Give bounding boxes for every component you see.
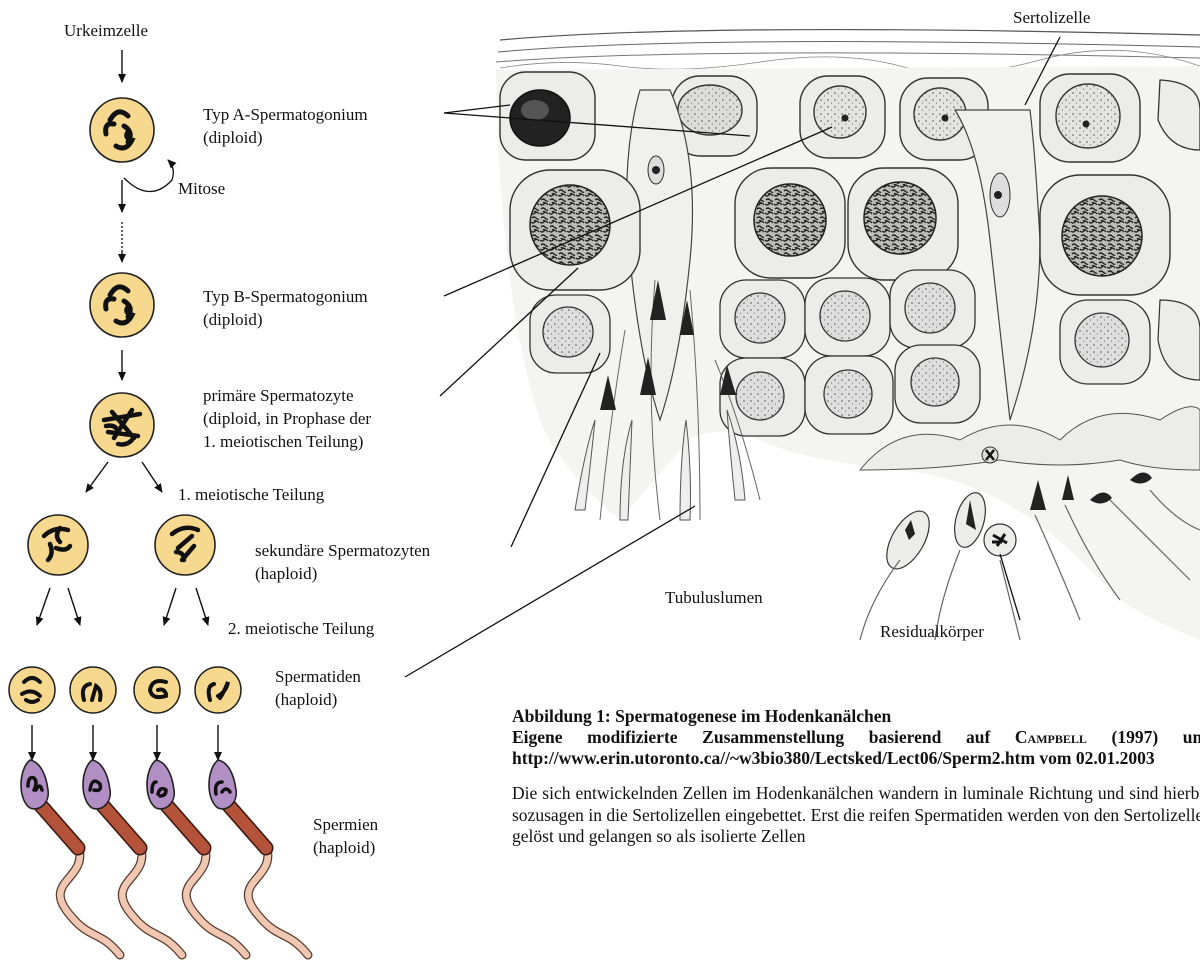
- typ-b-cell: [90, 273, 154, 337]
- histology-drawing: [496, 30, 1200, 640]
- label-spermatiden-1: Spermatiden: [275, 666, 361, 688]
- label-residualkoerper: Residualkörper: [880, 621, 984, 643]
- label-primaer-1: primäre Spermatozyte: [203, 385, 354, 407]
- caption-body: Die sich entwickelnden Zellen im Hodenka…: [512, 783, 1200, 848]
- label-spermatiden-2: (haploid): [275, 689, 337, 711]
- primary-spermatocyte: [510, 170, 640, 290]
- label-meiose-1: 1. meiotische Teilung: [178, 484, 324, 506]
- figure-caption: Abbildung 1: Spermatogenese im Hodenkanä…: [512, 706, 1200, 848]
- urkeimzelle-cell: [90, 98, 154, 162]
- label-tubuluslumen: Tubuluslumen: [665, 587, 763, 609]
- caption-title: Abbildung 1: Spermatogenese im Hodenkanä…: [512, 706, 1200, 727]
- spermatid-cells: [9, 667, 241, 713]
- label-mitose: Mitose: [178, 178, 225, 200]
- primary-spermatocyte-cell: [90, 393, 154, 457]
- sperm-cell: [209, 760, 308, 955]
- label-spermien-2: (haploid): [313, 837, 375, 859]
- label-meiose-2: 2. meiotische Teilung: [228, 618, 374, 640]
- label-typ-a-1: Typ A-Spermatogonium: [203, 104, 368, 126]
- label-spermien-1: Spermien: [313, 814, 378, 836]
- mitosis-loop-arrow: [124, 160, 173, 192]
- label-typ-b-1: Typ B-Spermatogonium: [203, 286, 368, 308]
- label-primaer-2: (diploid, in Prophase der: [203, 408, 371, 430]
- label-sertolizelle: Sertolizelle: [1013, 7, 1090, 29]
- label-urkeimzelle: Urkeimzelle: [64, 20, 148, 42]
- label-typ-a-2: (diploid): [203, 127, 263, 149]
- caption-author: Campbell: [1015, 727, 1087, 747]
- label-primaer-3: 1. meiotischen Teilung): [203, 431, 363, 453]
- type-a-spermatogonium-dark: [500, 72, 595, 160]
- label-typ-b-2: (diploid): [203, 309, 263, 331]
- type-b-spermatogonium: [800, 76, 885, 158]
- secondary-spermatocyte-left: [28, 515, 88, 575]
- label-sekundaer-2: (haploid): [255, 563, 317, 585]
- label-sekundaer-1: sekundäre Spermatozyten: [255, 540, 430, 562]
- caption-source: Eigene modifizierte Zusammenstellung bas…: [512, 727, 1200, 769]
- secondary-spermatocyte-right: [155, 515, 215, 575]
